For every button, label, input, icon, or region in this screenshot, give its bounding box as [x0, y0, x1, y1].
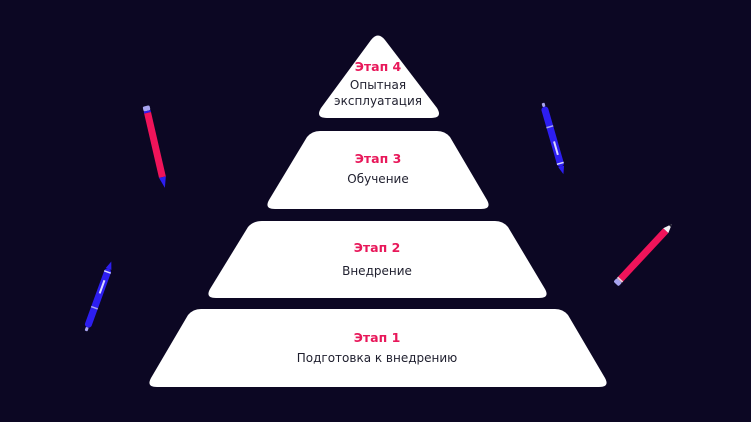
pencil-icon: [614, 224, 672, 286]
stage-title: Этап 3: [354, 151, 402, 166]
stage-description: Внедрение: [342, 264, 412, 278]
stage-title: Этап 4: [354, 59, 402, 74]
stage-description: Подготовка к внедрению: [296, 351, 458, 365]
pyramid-level-2: Этап 2 Внедрение: [342, 240, 412, 279]
stage-description: Обучение: [347, 172, 409, 186]
pencil-icon: [142, 105, 166, 188]
pyramid-level-3-shape: [267, 131, 489, 209]
stage-description: эксплуатация: [334, 94, 422, 108]
pyramid-level-4: Этап 4 Опытная эксплуатация: [334, 59, 422, 109]
stage-title: Этап 2: [353, 240, 401, 255]
stage-description: Опытная: [349, 78, 407, 92]
pen-icon: [541, 102, 565, 175]
pyramid-level-4-shape: [319, 35, 439, 118]
pyramid-level-2-shape: [208, 221, 547, 298]
pen-icon: [84, 261, 112, 332]
stage-title: Этап 1: [353, 330, 401, 345]
pyramid-level-3: Этап 3 Обучение: [347, 151, 408, 187]
pyramid-level-1: Этап 1 Подготовка к внедрению: [297, 330, 458, 366]
pyramid-level-1-shape: [149, 309, 607, 387]
